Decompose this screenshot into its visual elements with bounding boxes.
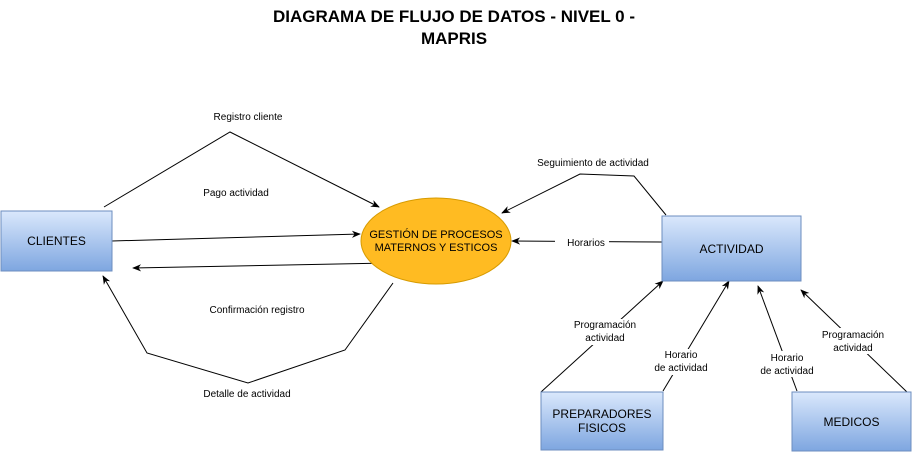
label-horario-prep-2: de actividad <box>654 363 707 374</box>
entity-actividad-label: ACTIVIDAD <box>699 242 763 256</box>
title-line-1: DIAGRAMA DE FLUJO DE DATOS - NIVEL 0 - <box>272 7 636 26</box>
label-programacion-prep-2: actividad <box>585 333 624 344</box>
label-confirmacion-registro: Confirmación registro <box>209 305 304 316</box>
label-horarios: Horarios <box>567 238 605 249</box>
label-horario-med-2: de actividad <box>760 366 813 377</box>
entity-preparadores-label-1: PREPARADORES <box>552 407 651 421</box>
flow-registro-cliente <box>103 131 380 208</box>
entity-preparadores-label-2: FISICOS <box>578 421 626 435</box>
flow-seguimiento-actividad <box>501 173 667 216</box>
entity-clientes-label: CLIENTES <box>27 234 86 248</box>
label-programacion-med-2: actividad <box>833 343 872 354</box>
label-programacion-prep-1: Programación <box>574 320 636 331</box>
flow-detalle-actividad <box>102 275 394 384</box>
entity-medicos: MEDICOS <box>791 391 912 452</box>
entity-medicos-label: MEDICOS <box>823 415 879 429</box>
entity-preparadores-fisicos: PREPARADORES FISICOS <box>540 391 664 451</box>
flow-confirmacion-registro <box>132 262 391 272</box>
label-pago-actividad: Pago actividad <box>203 188 269 199</box>
label-registro-cliente: Registro cliente <box>214 112 283 123</box>
title-line-2: MAPRIS <box>420 29 488 48</box>
label-programacion-med-1: Programación <box>822 330 884 341</box>
label-horario-prep-1: Horario <box>665 350 698 361</box>
flow-pago-actividad <box>111 230 361 242</box>
entity-clientes: CLIENTES <box>0 210 113 272</box>
process-gestion: GESTIÓN DE PROCESOS MATERNOS Y ESTICOS <box>360 197 512 285</box>
label-detalle-actividad: Detalle de actividad <box>203 389 290 400</box>
label-seguimiento-actividad: Seguimiento de actividad <box>537 158 649 169</box>
process-label-1: GESTIÓN DE PROCESOS <box>369 228 502 241</box>
label-horario-med-1: Horario <box>771 353 804 364</box>
entity-actividad: ACTIVIDAD <box>661 215 802 282</box>
process-label-2: MATERNOS Y ESTICOS <box>375 242 498 254</box>
diagram-title: DIAGRAMA DE FLUJO DE DATOS - NIVEL 0 - M… <box>0 6 908 50</box>
